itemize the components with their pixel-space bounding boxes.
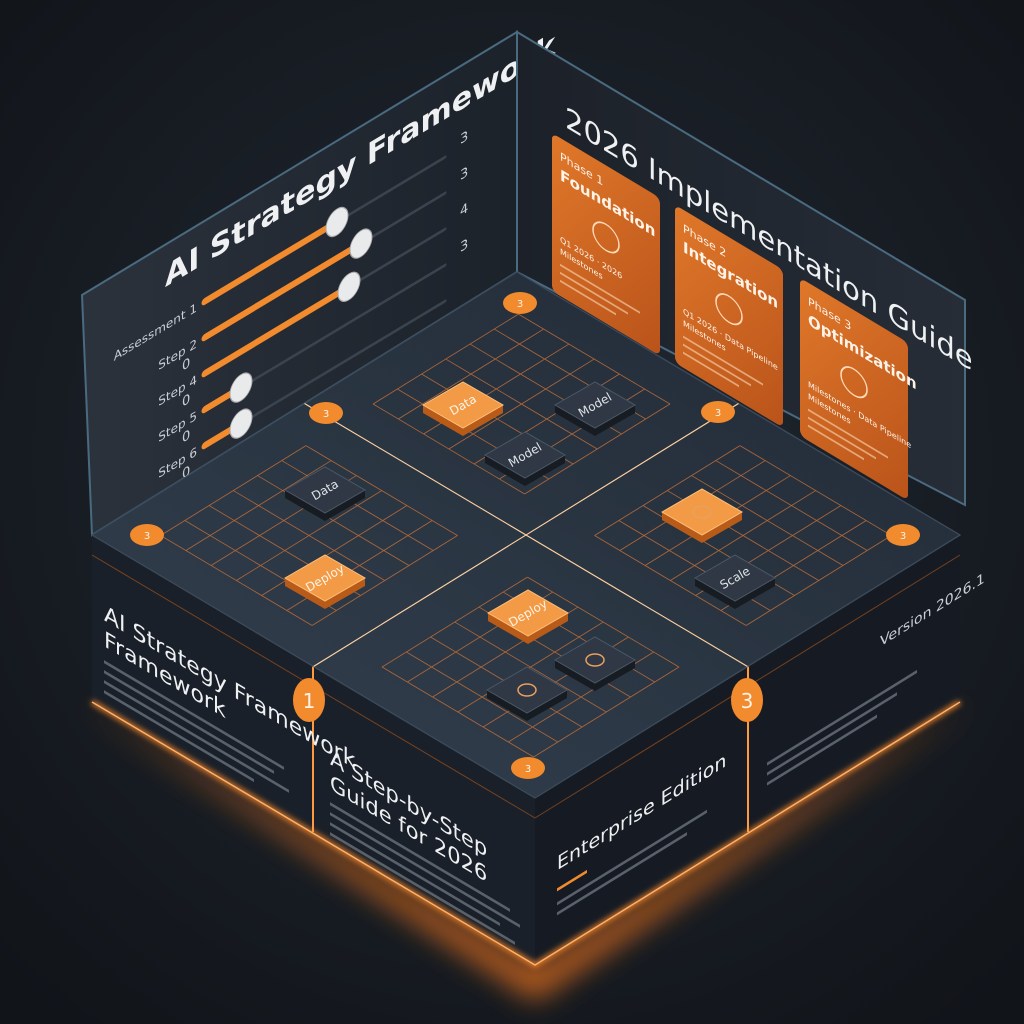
svg-text:3: 3: [900, 531, 906, 542]
step-badge[interactable]: 3: [309, 402, 343, 424]
module-chip[interactable]: Scale: [693, 554, 777, 609]
module-chip[interactable]: Model: [553, 381, 637, 436]
slider-max-value: 3: [460, 236, 468, 256]
slider-knob[interactable]: [229, 404, 253, 443]
svg-text:3: 3: [517, 299, 523, 310]
quadrant-divider: [303, 403, 749, 667]
step-badge[interactable]: 3: [886, 524, 920, 546]
slider-knob[interactable]: [349, 224, 373, 263]
icon-chip[interactable]: [485, 666, 569, 721]
step-badge[interactable]: 3: [503, 292, 537, 314]
slider-min-value: 0: [182, 355, 190, 375]
phase-icon: [840, 366, 868, 399]
badge-1[interactable]: 1: [293, 678, 325, 722]
chip-icon: [585, 653, 605, 667]
chip-icon: [692, 505, 712, 519]
module-chip[interactable]: Data: [421, 381, 505, 436]
svg-text:3: 3: [144, 531, 150, 542]
chip-icon: [517, 683, 537, 697]
phase-icon: [592, 221, 620, 254]
slider-max-value: 4: [460, 200, 468, 220]
right-wall: 2026 Implementation Guide Phase 1Foundat…: [516, 30, 973, 507]
badge-3[interactable]: 3: [731, 678, 763, 722]
slider-knob[interactable]: [229, 368, 253, 407]
step-badge[interactable]: 3: [701, 401, 735, 423]
front-left-body-text: [104, 660, 289, 793]
phase-icon: [715, 293, 743, 326]
svg-text:1: 1: [303, 689, 316, 713]
slider-knob[interactable]: [337, 267, 361, 306]
svg-text:3: 3: [525, 764, 531, 775]
icon-chip[interactable]: [660, 488, 744, 543]
front-right-body-text: [557, 669, 917, 916]
accent-underline: [557, 869, 587, 892]
slider-fill: [201, 239, 365, 342]
slider-max-value: 3: [460, 164, 468, 184]
slider-knob[interactable]: [325, 202, 349, 241]
svg-text:3: 3: [323, 409, 329, 420]
svg-text:3: 3: [741, 689, 754, 713]
slider-fill: [201, 282, 353, 378]
slider-min-value: 0: [182, 391, 190, 411]
front-mid-body-text: [330, 802, 520, 945]
slider-min-value: 0: [182, 427, 190, 447]
module-chip[interactable]: Deploy: [486, 589, 570, 644]
module-chip[interactable]: Data: [283, 466, 367, 521]
step-badge[interactable]: 3: [511, 757, 545, 779]
slider-min-value: 0: [182, 463, 190, 483]
step-badge[interactable]: 3: [130, 524, 164, 546]
svg-text:3: 3: [715, 408, 721, 419]
module-chip[interactable]: Deploy: [283, 554, 367, 609]
module-chip[interactable]: Model: [483, 431, 567, 486]
slider-max-value: 3: [460, 128, 468, 148]
icon-chip[interactable]: [553, 636, 637, 691]
slider-fill: [201, 217, 341, 306]
